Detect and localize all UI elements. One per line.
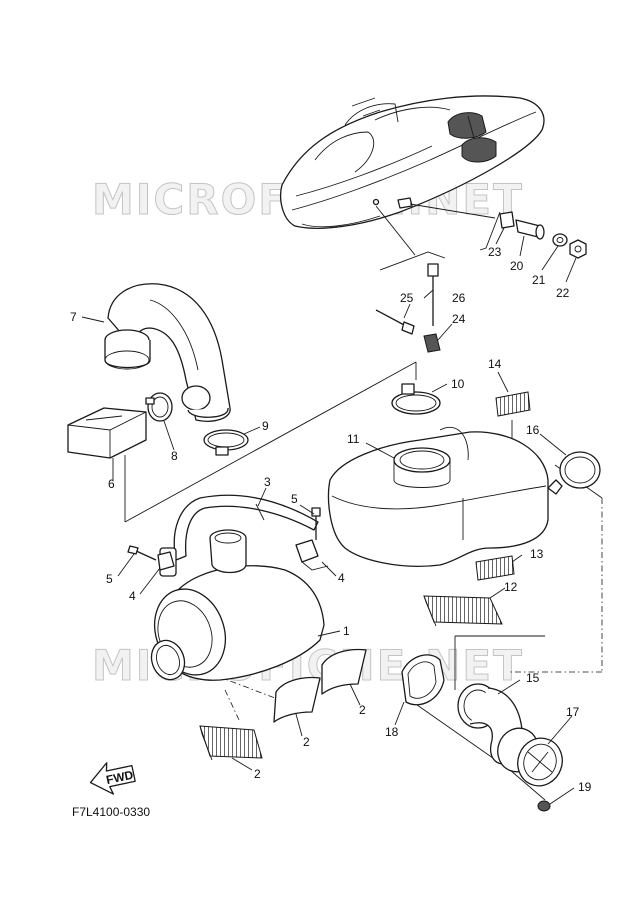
callout-22: 22: [556, 286, 570, 300]
callout-25: 25: [400, 291, 414, 305]
part-26-cable-tie: [427, 263, 439, 326]
callout-1: 1: [343, 624, 350, 638]
fwd-arrow-icon: FWD: [89, 762, 136, 795]
part-23-bracket: [499, 211, 515, 229]
watercraft-illustration: [280, 95, 545, 229]
callout-23: 23: [488, 245, 502, 259]
callout-leaders: [81, 227, 577, 805]
callout-2-left: 2: [254, 767, 261, 781]
part-6-box: [67, 407, 147, 459]
callout-10: 10: [451, 377, 465, 391]
part-13-pad: [475, 555, 515, 581]
callout-6: 6: [108, 477, 115, 491]
callout-11: 11: [347, 432, 360, 446]
part-16-ring: [547, 451, 601, 495]
callout-labels: 7 6 8 9 10 11 14 16 13 12 3 5 4 5 4 1 2 …: [70, 245, 592, 794]
callout-15: 15: [526, 671, 540, 685]
part-12-mat: [423, 595, 503, 627]
callout-26: 26: [452, 291, 466, 305]
callout-2-middle: 2: [303, 735, 310, 749]
callout-18: 18: [385, 725, 399, 739]
part-7-intake-duct: [104, 283, 231, 422]
callout-19: 19: [578, 780, 592, 794]
callout-14: 14: [488, 357, 502, 371]
callout-4-right: 4: [338, 571, 345, 585]
part-19-cap: [537, 800, 551, 812]
diagram-code: F7L4100-0330: [72, 805, 150, 819]
callout-3: 3: [264, 475, 271, 489]
part-22-nut: [569, 239, 587, 259]
callout-24: 24: [452, 312, 466, 326]
part-14-pad: [495, 391, 531, 417]
part-8-clamp: [145, 392, 173, 422]
fwd-label: FWD: [105, 768, 135, 787]
part-4-clip-right: [295, 539, 329, 571]
callout-9: 9: [262, 419, 269, 433]
part-24-holder: [423, 333, 441, 353]
part-20-bolt: [515, 219, 545, 240]
part-2-pad-middle: [273, 676, 321, 723]
part-25-clip: [375, 309, 415, 335]
part-1-canister: [150, 529, 325, 681]
part-4-clip-left: [157, 551, 175, 571]
part-5-bolt-left: [127, 545, 157, 561]
callout-7: 7: [70, 310, 77, 324]
callout-2-right: 2: [359, 703, 366, 717]
callout-12: 12: [504, 580, 518, 594]
part-11-tank: [327, 426, 549, 567]
callout-21: 21: [532, 273, 546, 287]
engine-highlight: [447, 112, 497, 163]
part-10-clamp: [391, 383, 441, 415]
part-2-pad-right: [321, 648, 367, 695]
part-17-cover: [497, 727, 563, 787]
part-18-frame: [401, 654, 445, 706]
part-21-washer: [552, 233, 568, 247]
callout-13: 13: [530, 547, 544, 561]
callout-5-left: 5: [106, 572, 113, 586]
part-9-clamp: [203, 429, 249, 456]
callout-4-left: 4: [129, 589, 136, 603]
callout-17: 17: [566, 705, 580, 719]
callout-8: 8: [171, 449, 178, 463]
callout-16: 16: [526, 423, 540, 437]
part-2-mat-left: [199, 725, 263, 761]
callout-20: 20: [510, 259, 524, 273]
callout-5-right: 5: [291, 492, 298, 506]
